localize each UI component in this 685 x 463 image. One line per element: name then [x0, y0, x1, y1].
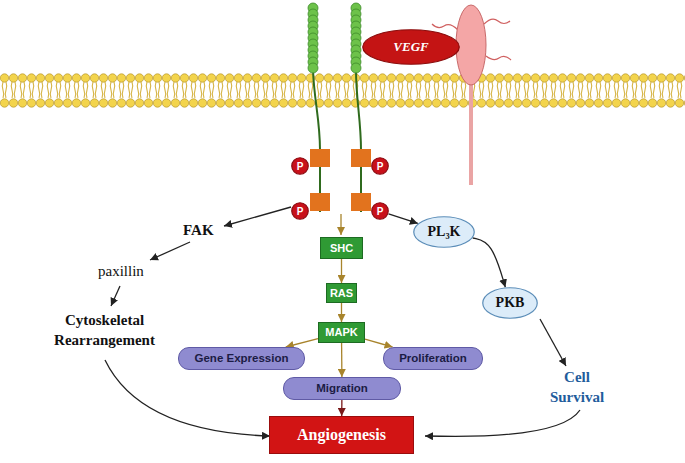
- phosphate-circle: P: [371, 202, 389, 220]
- signal-connector: [341, 400, 342, 416]
- process-box: MAPK: [318, 322, 365, 343]
- phosphate-circle: P: [291, 202, 309, 220]
- ligand-ellipse: VEGF: [362, 29, 460, 65]
- node-ellipse: [292, 158, 309, 175]
- process-label: Cytoskeletal Rearrangement: [42, 311, 167, 350]
- node-text: P: [297, 206, 304, 217]
- node-ellipse: [414, 217, 475, 248]
- signal-connector: [341, 303, 342, 322]
- node-text: Gene Expression: [195, 352, 289, 365]
- node-text: RAS: [330, 287, 353, 299]
- coreceptor-strand: [484, 19, 510, 24]
- node-text: Proliferation: [399, 352, 467, 365]
- node-text: SHC: [330, 242, 353, 254]
- phosphate-circle: P: [291, 157, 309, 175]
- outcome-label: Cell Survival: [544, 368, 610, 407]
- process-box: SHC: [320, 237, 363, 259]
- coreceptor-body: [456, 5, 486, 85]
- node-ellipse: [292, 203, 309, 220]
- node-text: P: [297, 161, 304, 172]
- cell-membrane: [0, 72, 685, 110]
- protein-label: FAK: [183, 221, 214, 241]
- process-box: RAS: [326, 283, 357, 303]
- node-text: PKB: [496, 295, 525, 310]
- kinase-domain: [351, 149, 371, 167]
- signal-connector: [389, 214, 418, 224]
- signal-connector: [341, 259, 342, 283]
- protein-ellipse: PKB: [482, 287, 538, 319]
- node-ellipse: [372, 158, 389, 175]
- kinase-domain: [351, 193, 371, 211]
- result-box: Angiogenesis: [269, 416, 414, 454]
- signal-arrow: [105, 360, 270, 436]
- signal-arrow: [224, 207, 291, 226]
- signal-connector: [365, 339, 393, 347]
- outcome-box: Migration: [283, 377, 401, 400]
- node-text: MAPK: [325, 326, 357, 338]
- node-ellipse: [372, 203, 389, 220]
- node-ellipse: [483, 288, 538, 319]
- receptor-chain: [356, 70, 361, 212]
- kinase-domain: [310, 149, 330, 167]
- protein-ellipse: PL₃K: [413, 216, 475, 248]
- signal-arrow: [111, 286, 120, 306]
- signal-arrow: [425, 410, 580, 436]
- signal-arrow: [150, 242, 190, 260]
- signal-connector: [473, 238, 506, 287]
- phosphate-circle: P: [371, 157, 389, 175]
- node-text: Angiogenesis: [297, 426, 386, 444]
- node-text: VEGF: [393, 40, 428, 54]
- node-ellipse: [363, 30, 460, 65]
- kinase-domain: [310, 193, 330, 211]
- receptor-bead: [351, 63, 361, 73]
- outcome-box: Gene Expression: [178, 347, 305, 370]
- coreceptor-strand: [486, 56, 511, 60]
- node-text: P: [377, 161, 384, 172]
- signal-connector: [341, 343, 343, 377]
- node-text: P: [377, 206, 384, 217]
- receptor-bead: [308, 63, 318, 73]
- coreceptor-strand: [432, 24, 458, 30]
- protein-label: paxillin: [98, 262, 144, 282]
- receptor-chain: [313, 70, 320, 212]
- node-text: Migration: [316, 382, 368, 395]
- signal-arrow: [540, 319, 566, 366]
- signal-arrow: [340, 214, 341, 235]
- node-text: PL₃K: [428, 224, 461, 239]
- coreceptor-stem: [469, 80, 473, 185]
- signal-connector: [286, 339, 318, 347]
- outcome-box: Proliferation: [383, 347, 483, 370]
